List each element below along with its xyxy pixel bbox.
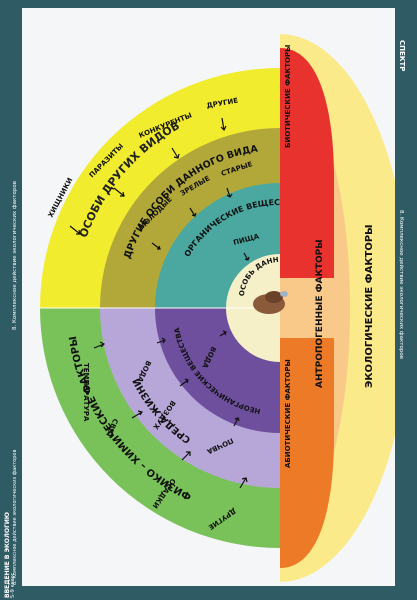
temperature-label: ТЕМПЕРАТУРА — [82, 363, 90, 422]
biotic-factors-label: БИОТИЧЕСКИЕ ФАКТОРЫ — [284, 45, 292, 148]
right-side-title: 8. Комплексное действие экологических фа… — [398, 210, 404, 359]
right-edge-strip — [395, 0, 417, 600]
anthropogenic-factors-label: АНТРОПОГЕННЫЕ ФАКТОРЫ — [315, 239, 325, 388]
ecological-factors-diagram: ОСОБИ ДРУГИХ ВИДОВ ДРУГИЕ ОСОБИ ДАННОГО … — [19, 1, 410, 582]
publisher-logo: СПЕКТР — [398, 40, 406, 72]
left-side-title-bottom: 8. Комплексное действие экологических фа… — [12, 449, 18, 585]
influence-arrows — [69, 117, 250, 489]
biotic-factors-lobe — [280, 48, 334, 278]
footer-grade-label: 5–9 класс — [10, 572, 16, 598]
snail-creature-icon — [253, 291, 288, 314]
left-side-title-top: 8. Комплексное действие экологических фа… — [12, 181, 18, 330]
left-edge-strip — [0, 0, 22, 600]
poster-canvas: ОСОБИ ДРУГИХ ВИДОВ ДРУГИЕ ОСОБИ ДАННОГО … — [19, 1, 410, 586]
abiotic-factors-label: АБИОТИЧЕСКИЕ ФАКТОРЫ — [284, 359, 292, 468]
abiotic-factors-lobe — [280, 338, 334, 568]
ecological-factors-label: ЭКОЛОГИЧЕСКИЕ ФАКТОРЫ — [364, 224, 375, 388]
footer-bar — [22, 586, 395, 600]
